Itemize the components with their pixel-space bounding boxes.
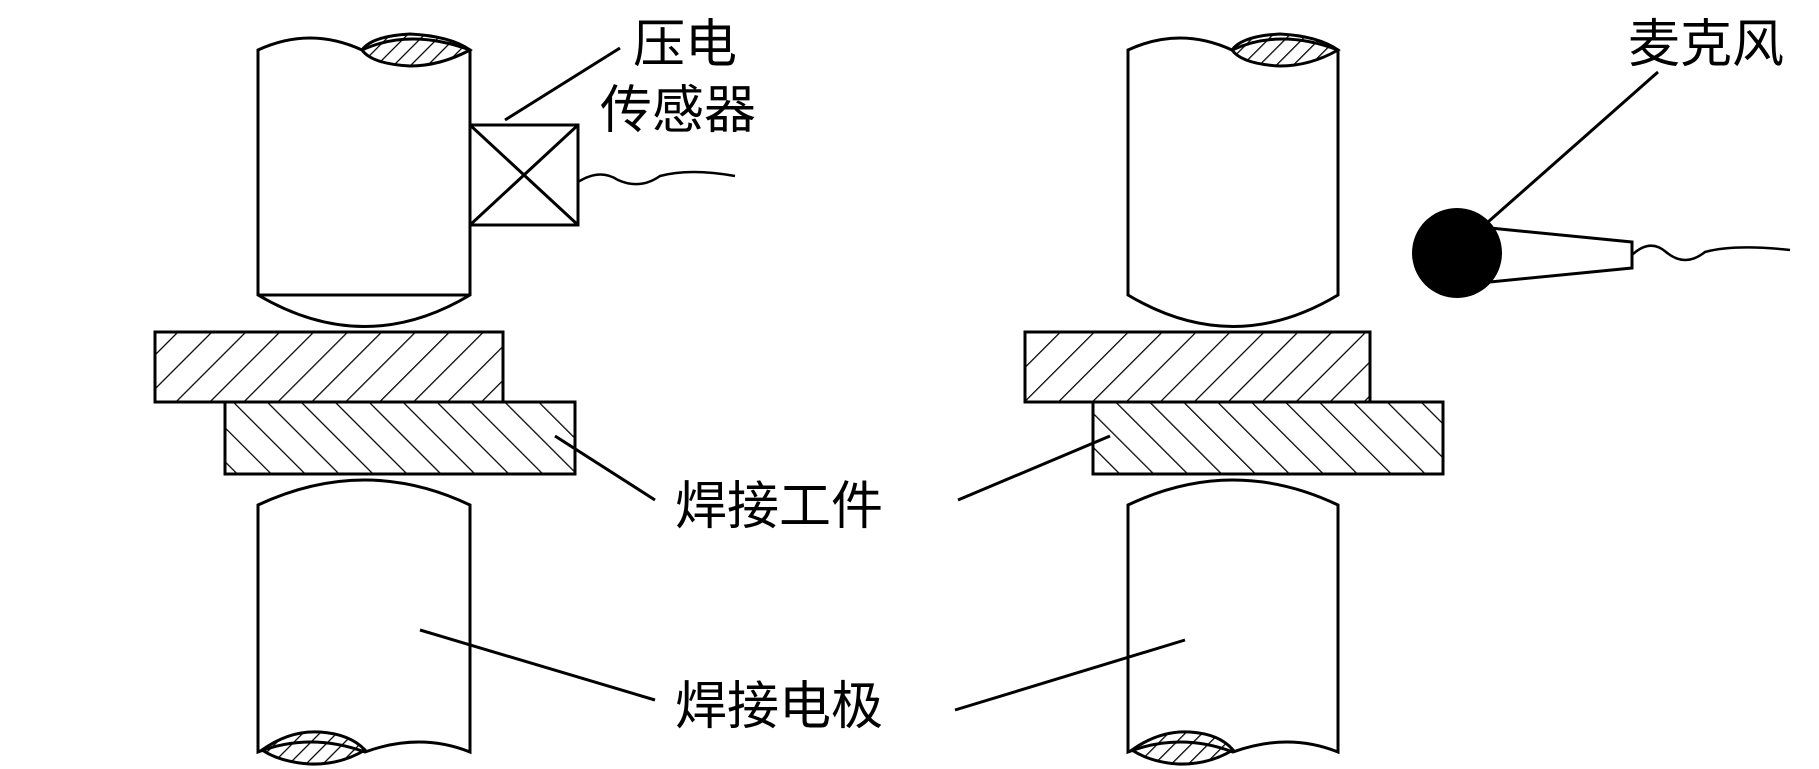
piezo-sensor-label-line2: 传感器 [600, 81, 756, 141]
right-assembly [1023, 32, 1791, 766]
left-lower-electrode [256, 478, 472, 766]
electrode-label: 焊接电极 [675, 677, 883, 737]
microphone-label: 麦克风 [1628, 15, 1784, 75]
right-bottom-workpiece-plate [1091, 400, 1445, 476]
left-assembly [153, 32, 736, 766]
left-top-workpiece-plate [153, 330, 505, 404]
leader-lines [419, 46, 1659, 712]
right-top-workpiece-plate [1023, 330, 1372, 404]
workpiece-label: 焊接工件 [675, 477, 883, 537]
left-bottom-workpiece-plate [223, 400, 577, 476]
piezo-sensor-label-line1: 压电 [633, 15, 737, 75]
left-upper-electrode [256, 32, 473, 328]
right-lower-electrode [1126, 478, 1340, 766]
piezo-sensor [468, 123, 736, 227]
microphone-icon [1412, 208, 1791, 298]
right-upper-electrode [1126, 32, 1341, 328]
